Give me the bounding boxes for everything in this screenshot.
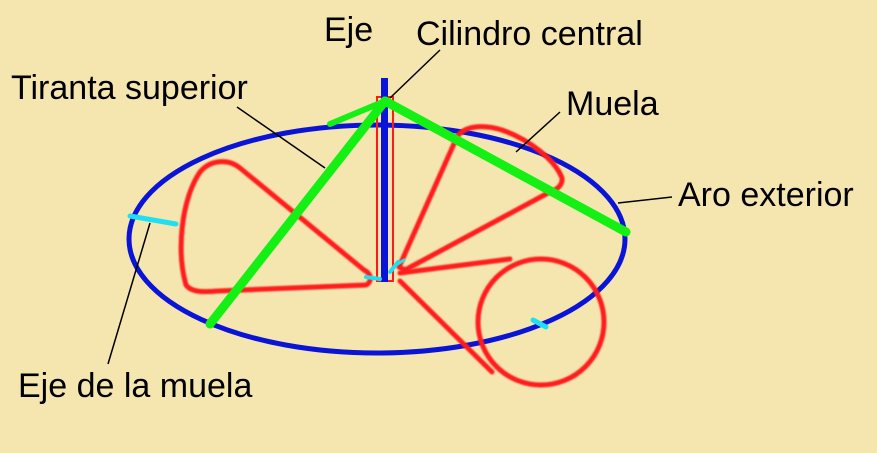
tiranta-back xyxy=(327,98,388,127)
muela-lower-right xyxy=(397,256,513,375)
label-cilindro-central: Cilindro central xyxy=(416,15,643,53)
label-aro-exterior: Aro exterior xyxy=(678,176,854,214)
muela-left xyxy=(178,159,373,295)
label-eje: Eje xyxy=(324,11,374,49)
label-muela: Muela xyxy=(566,85,659,123)
eje-muela-center-c xyxy=(394,258,406,267)
eje-muela-left xyxy=(127,213,179,227)
tiranta-right xyxy=(380,96,631,237)
label-tiranta-superior: Tiranta superior xyxy=(11,69,248,107)
tiranta-left xyxy=(205,96,390,329)
eje-muela-center-a xyxy=(364,275,382,281)
leader-cilindro xyxy=(389,49,441,99)
leader-muela xyxy=(515,111,561,153)
leader-tiranta xyxy=(236,106,326,169)
muela-lower-right-disc xyxy=(475,256,607,388)
eje-shaft xyxy=(381,78,388,282)
leader-eje-muela xyxy=(107,222,151,365)
eje-muela-right xyxy=(530,317,549,330)
leader-aro xyxy=(617,196,673,204)
label-eje-de-la-muela: Eje de la muela xyxy=(18,367,253,405)
